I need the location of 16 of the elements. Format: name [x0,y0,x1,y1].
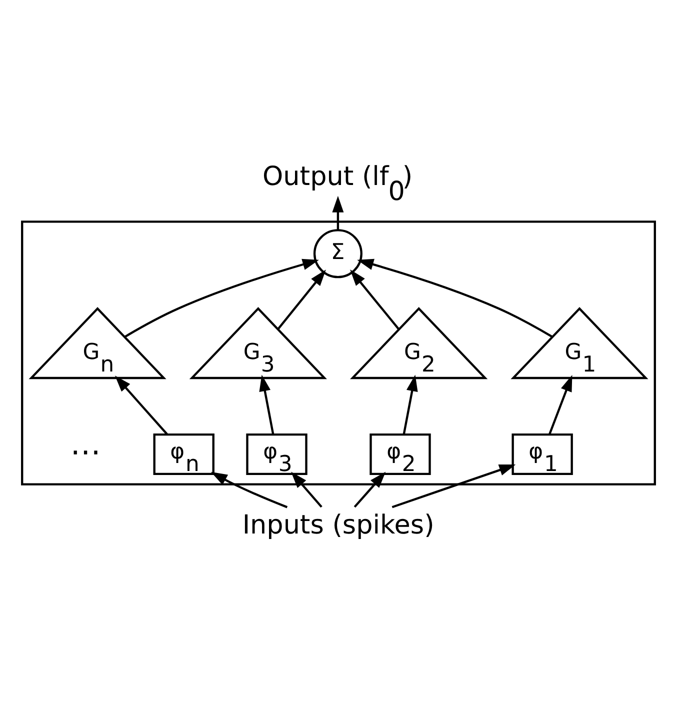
label: ⋯ [70,434,100,470]
arrow [350,269,400,330]
arrow [353,471,386,508]
arrow [548,374,572,434]
arrow [124,258,318,338]
arrow [402,374,418,434]
arrow [258,374,274,434]
arrow [290,471,322,508]
arrow [114,375,168,435]
arrow [210,471,288,508]
node-circle: Σ [312,228,362,278]
arrow [276,269,326,329]
arrow [332,195,344,230]
arrow [356,258,552,338]
arrow [391,464,516,508]
node-text: Inputs (spikes) [242,510,434,540]
